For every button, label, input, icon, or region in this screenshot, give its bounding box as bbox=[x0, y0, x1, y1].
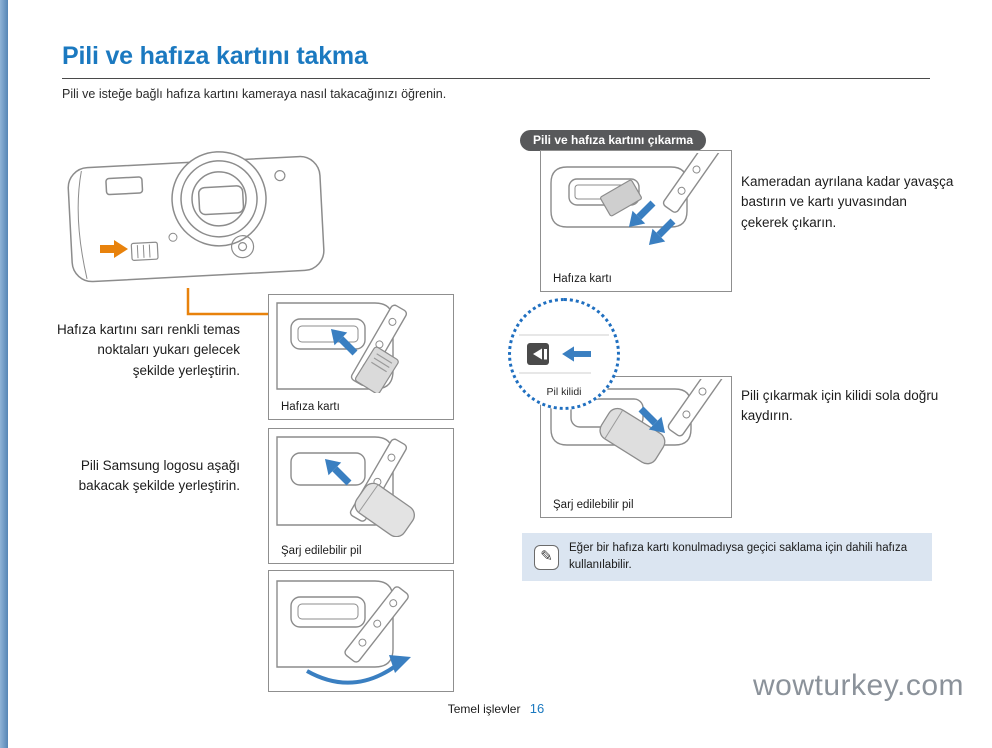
battery-lock-callout: Pil kilidi bbox=[508, 298, 620, 410]
figure-insert-battery: Şarj edilebilir pil bbox=[268, 428, 454, 564]
footer-section-label: Temel işlevler bbox=[447, 702, 521, 716]
watermark: wowturkey.com bbox=[753, 669, 964, 702]
camera-illustration bbox=[56, 136, 338, 294]
battery-lock-drawing bbox=[519, 334, 609, 374]
note-text: Eğer bir hafıza kartı konulmadıysa geçic… bbox=[569, 542, 908, 571]
orange-arrow-icon bbox=[100, 240, 128, 258]
remove-card-drawing bbox=[550, 153, 728, 252]
lock-label: Pil kilidi bbox=[546, 386, 582, 398]
page-title: Pili ve hafıza kartını takma bbox=[62, 42, 368, 70]
pen-icon: ✎ bbox=[534, 544, 559, 570]
close-motion-arrow bbox=[306, 663, 399, 685]
orange-connector-line bbox=[186, 288, 271, 316]
instruction-remove-card: Kameradan ayrılana kadar yavaşça bastırı… bbox=[741, 174, 954, 230]
insert-battery-drawing bbox=[276, 436, 415, 537]
instruction-remove-battery: Pili çıkarmak için kilidi sola doğru kay… bbox=[741, 388, 939, 424]
figure-label-battery: Şarj edilebilir pil bbox=[281, 545, 362, 557]
blue-arrow-icon bbox=[562, 346, 591, 362]
page-footer: Temel işlevler 16 bbox=[0, 701, 992, 716]
footer-page-number: 16 bbox=[529, 701, 545, 716]
title-divider bbox=[62, 78, 930, 79]
instruction-insert-battery: Pili Samsung logosu aşağı bakacak şekild… bbox=[78, 458, 240, 494]
figure-insert-card: Hafıza kartı bbox=[268, 294, 454, 420]
insert-card-drawing bbox=[276, 302, 408, 393]
note-box: ✎ Eğer bir hafıza kartı konulmadıysa geç… bbox=[522, 533, 932, 581]
page-subtitle: Pili ve isteğe bağlı hafıza kartını kame… bbox=[62, 87, 447, 101]
close-cover-drawing bbox=[276, 580, 411, 685]
figure-label-card-remove: Hafıza kartı bbox=[553, 273, 612, 285]
left-edge-bar bbox=[0, 0, 8, 748]
figure-remove-card: Hafıza kartı bbox=[540, 150, 732, 292]
figure-label-battery-remove: Şarj edilebilir pil bbox=[553, 499, 634, 511]
figure-close-cover bbox=[268, 570, 454, 692]
figure-label-card: Hafıza kartı bbox=[281, 401, 340, 413]
removal-section-badge: Pili ve hafıza kartını çıkarma bbox=[520, 130, 707, 151]
instruction-insert-card: Hafıza kartını sarı renkli temas noktala… bbox=[56, 322, 240, 378]
